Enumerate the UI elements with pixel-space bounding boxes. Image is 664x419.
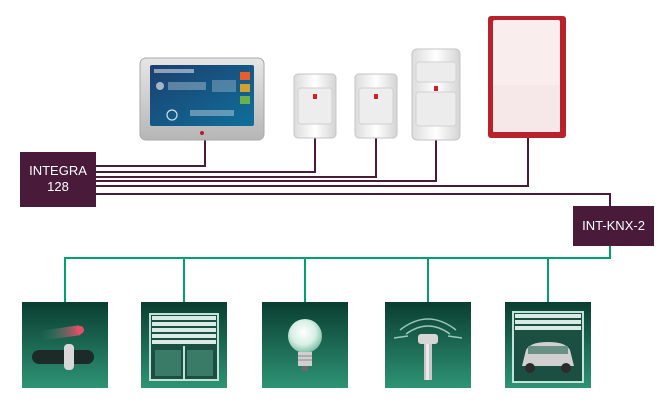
knx-bus-lines — [64, 246, 611, 302]
motion-detector — [354, 73, 398, 139]
lighting-icon — [262, 302, 348, 388]
heating-icon — [22, 302, 108, 388]
outdoor-siren — [488, 16, 566, 138]
integra-controller — [20, 152, 96, 207]
roller-shutter-icon — [141, 302, 227, 388]
knx-module-label: INT-KNX-2 — [582, 218, 645, 233]
dual-motion-detector — [411, 48, 461, 141]
knx-module — [573, 206, 654, 246]
bus-line-siren — [96, 138, 529, 187]
controller-label-line2: 128 — [47, 179, 69, 194]
bus-line-keypad — [96, 140, 206, 167]
bus-line-detector-1 — [96, 138, 316, 173]
irrigation-icon — [385, 302, 471, 388]
bus-line-detector-2 — [96, 138, 377, 178]
bus-line-knx — [96, 193, 611, 206]
motion-detector — [293, 73, 337, 139]
controller-label: INTEGRA 128 — [20, 163, 96, 195]
controller-label-line1: INTEGRA — [29, 163, 87, 178]
bus-line-detector-3 — [96, 140, 437, 182]
touch-keypad — [139, 57, 265, 141]
garage-door-icon — [505, 302, 591, 388]
controller-bus-lines — [96, 138, 611, 206]
knx-line-main — [65, 246, 611, 259]
